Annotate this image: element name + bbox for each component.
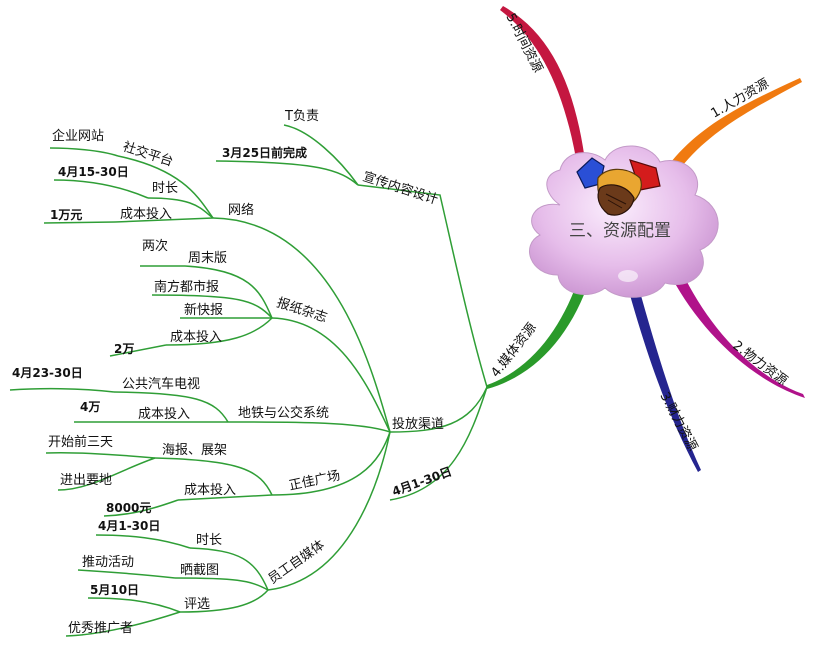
node-network[interactable]: 网络 <box>228 202 254 218</box>
node-publicity-owner[interactable]: T负责 <box>284 109 319 124</box>
node-newspaper[interactable]: 报纸杂志 <box>275 296 329 326</box>
center-title: 三、资源配置 <box>569 221 671 241</box>
node-newspaper-weekend[interactable]: 周末版 <box>188 251 227 266</box>
node-newspaper-cost-sub[interactable]: 2万 <box>114 342 134 356</box>
node-network-cost-sub[interactable]: 1万元 <box>50 208 82 222</box>
node-network-duration[interactable]: 时长 <box>152 181 178 196</box>
branch-financial[interactable]: 3.财力资源 <box>656 390 699 454</box>
tree-lines <box>9 124 488 637</box>
node-staff-duration[interactable]: 时长 <box>196 533 222 548</box>
node-plaza[interactable]: 正佳广场 <box>288 468 342 493</box>
branch-line-material <box>672 272 805 398</box>
node-plaza-cost-sub[interactable]: 8000元 <box>106 501 151 515</box>
handshake-icon <box>576 157 661 216</box>
node-plaza-posters-sub2[interactable]: 进出要地 <box>60 473 112 488</box>
node-newspaper-paper1[interactable]: 南方都市报 <box>154 279 219 295</box>
node-plaza-posters-sub1[interactable]: 开始前三天 <box>48 434 113 450</box>
node-staff-selection-sub1[interactable]: 5月10日 <box>90 583 139 597</box>
node-newspaper-weekend-sub[interactable]: 两次 <box>142 238 168 254</box>
branch-line-financial <box>628 285 701 472</box>
node-staff[interactable]: 员工自媒体 <box>266 538 328 588</box>
center-cloud[interactable] <box>529 145 719 298</box>
node-channels-period[interactable]: 4月1-30日 <box>390 464 453 498</box>
node-metro[interactable]: 地铁与公交系统 <box>238 405 329 421</box>
node-staff-selection-sub2[interactable]: 优秀推广者 <box>68 621 133 636</box>
node-publicity-deadline[interactable]: 3月25日前完成 <box>222 145 307 160</box>
node-newspaper-paper2[interactable]: 新快报 <box>184 302 223 318</box>
node-channels[interactable]: 投放渠道 <box>392 416 444 432</box>
node-publicity[interactable]: 宣传内容设计 <box>361 169 440 208</box>
node-metro-bus-tv[interactable]: 公共汽车电视 <box>122 376 200 392</box>
node-metro-bus-tv-sub[interactable]: 4月23-30日 <box>12 366 83 380</box>
node-staff-screenshot[interactable]: 晒截图 <box>180 563 219 578</box>
node-network-platform-sub[interactable]: 企业网站 <box>52 128 104 144</box>
node-network-cost[interactable]: 成本投入 <box>120 206 172 222</box>
node-plaza-cost[interactable]: 成本投入 <box>184 482 236 498</box>
branch-material[interactable]: 2.物力资源 <box>730 338 790 389</box>
node-metro-cost[interactable]: 成本投入 <box>138 406 190 422</box>
node-metro-cost-sub[interactable]: 4万 <box>80 400 100 414</box>
node-staff-selection[interactable]: 评选 <box>184 597 210 612</box>
node-plaza-posters[interactable]: 海报、展架 <box>162 443 227 458</box>
node-network-duration-sub[interactable]: 4月15-30日 <box>58 165 129 179</box>
node-newspaper-cost[interactable]: 成本投入 <box>170 329 222 345</box>
node-staff-duration-sub[interactable]: 4月1-30日 <box>98 519 160 533</box>
node-staff-screenshot-sub[interactable]: 推动活动 <box>82 555 134 570</box>
